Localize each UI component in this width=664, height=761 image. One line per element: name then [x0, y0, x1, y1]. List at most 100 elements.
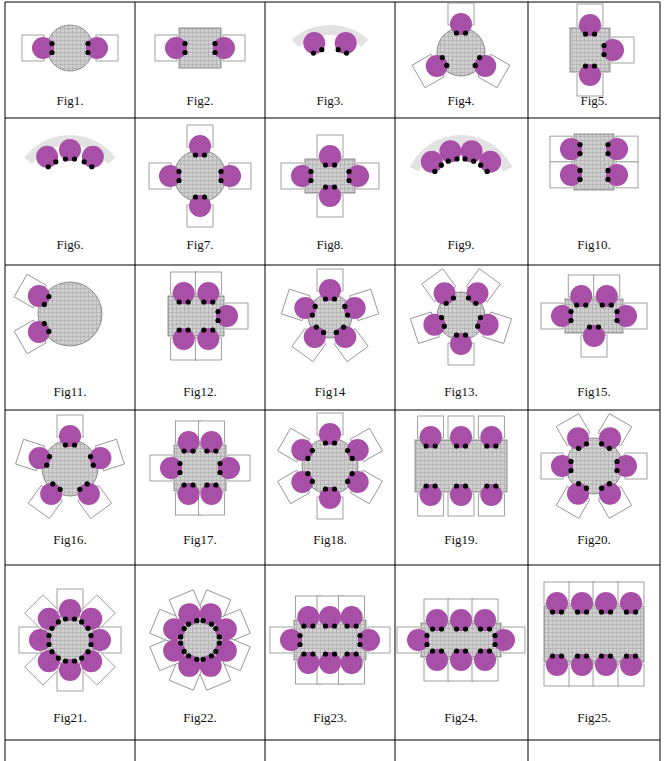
- person: [304, 326, 326, 348]
- hand-dot: [213, 482, 218, 487]
- hand-dot: [451, 295, 456, 300]
- person: [579, 14, 601, 36]
- figure-caption: Fig17.: [183, 532, 217, 548]
- hand-dot: [301, 651, 306, 656]
- hand-dot: [181, 448, 186, 453]
- hand-dot: [357, 633, 362, 638]
- person: [319, 652, 341, 674]
- figure-caption: Fig10.: [577, 237, 611, 253]
- hand-dot: [49, 649, 54, 654]
- hand-dot: [202, 152, 207, 157]
- hand-dot: [484, 443, 489, 448]
- hand-dot: [608, 609, 613, 614]
- hand-dot: [601, 43, 606, 48]
- hand-dot: [342, 304, 347, 309]
- hand-dot: [433, 443, 438, 448]
- hand-dot: [194, 657, 199, 662]
- hand-dot: [217, 470, 222, 475]
- hand-dot: [584, 441, 589, 446]
- hand-dot: [608, 653, 613, 658]
- rect-table-figure: [544, 582, 644, 686]
- hand-dot: [308, 178, 313, 183]
- hand-dot: [301, 623, 306, 628]
- hand-dot: [63, 442, 68, 447]
- hand-dot: [210, 299, 215, 304]
- hand-dot: [215, 318, 220, 323]
- hand-dot: [487, 626, 492, 631]
- hand-dot: [46, 164, 51, 169]
- hand-dot: [218, 169, 223, 174]
- hand-dot: [439, 648, 444, 653]
- person: [280, 629, 302, 651]
- hand-dot: [209, 622, 214, 627]
- hand-dot: [596, 324, 601, 329]
- hand-dot: [217, 641, 222, 646]
- hand-dot: [85, 626, 90, 631]
- hand-dot: [575, 609, 580, 614]
- person: [571, 654, 593, 676]
- hand-dot: [72, 442, 77, 447]
- person: [29, 447, 51, 469]
- hand-dot: [341, 325, 346, 330]
- hand-dot: [600, 302, 605, 307]
- hand-dot: [176, 178, 181, 183]
- hand-dot: [56, 619, 61, 624]
- person: [546, 592, 568, 614]
- hand-dot: [444, 63, 449, 68]
- hand-dot: [213, 448, 218, 453]
- hand-dot: [568, 468, 573, 473]
- hand-dot: [311, 50, 316, 55]
- hand-dot: [568, 309, 573, 314]
- person: [159, 165, 181, 187]
- person: [344, 297, 366, 319]
- hand-dot: [577, 168, 582, 173]
- hand-dot: [424, 483, 429, 488]
- hand-dot: [182, 41, 187, 46]
- hand-dot: [463, 648, 468, 653]
- hand-dot: [454, 483, 459, 488]
- hand-dot: [323, 623, 328, 628]
- hand-dot: [212, 50, 217, 55]
- person: [450, 333, 472, 355]
- hand-dot: [430, 626, 435, 631]
- hand-dot: [201, 327, 206, 332]
- person: [29, 629, 51, 651]
- figure-caption: Fig14: [315, 384, 345, 400]
- hand-dot: [85, 41, 90, 46]
- hand-dot: [478, 163, 483, 168]
- hand-dot: [82, 159, 87, 164]
- hand-dot: [568, 318, 573, 323]
- hand-dot: [433, 483, 438, 488]
- person: [434, 282, 456, 304]
- person: [479, 151, 501, 173]
- hand-dot: [210, 327, 215, 332]
- hand-dot: [201, 657, 206, 662]
- hand-dot: [334, 330, 339, 335]
- hand-dot: [202, 194, 207, 199]
- hand-dot: [217, 634, 222, 639]
- hand-dot: [462, 156, 467, 161]
- person: [59, 139, 81, 161]
- hand-dot: [583, 31, 588, 36]
- hand-dot: [424, 443, 429, 448]
- hand-dot: [492, 642, 497, 647]
- rect-table-figure: [397, 599, 525, 681]
- person: [615, 455, 637, 477]
- hand-dot: [446, 159, 451, 164]
- hand-dot: [42, 302, 47, 307]
- hand-dot: [72, 156, 77, 161]
- hand-dot: [484, 483, 489, 488]
- hand-dot: [609, 302, 614, 307]
- hand-dot: [79, 619, 84, 624]
- person: [461, 140, 483, 162]
- hand-dot: [46, 642, 51, 647]
- person: [173, 328, 195, 350]
- hand-dot: [323, 162, 328, 167]
- hand-dot: [550, 609, 555, 614]
- person: [358, 629, 380, 651]
- hand-dot: [568, 459, 573, 464]
- person: [38, 650, 60, 672]
- hand-dot: [454, 443, 459, 448]
- person: [165, 37, 187, 59]
- hand-dot: [583, 63, 588, 68]
